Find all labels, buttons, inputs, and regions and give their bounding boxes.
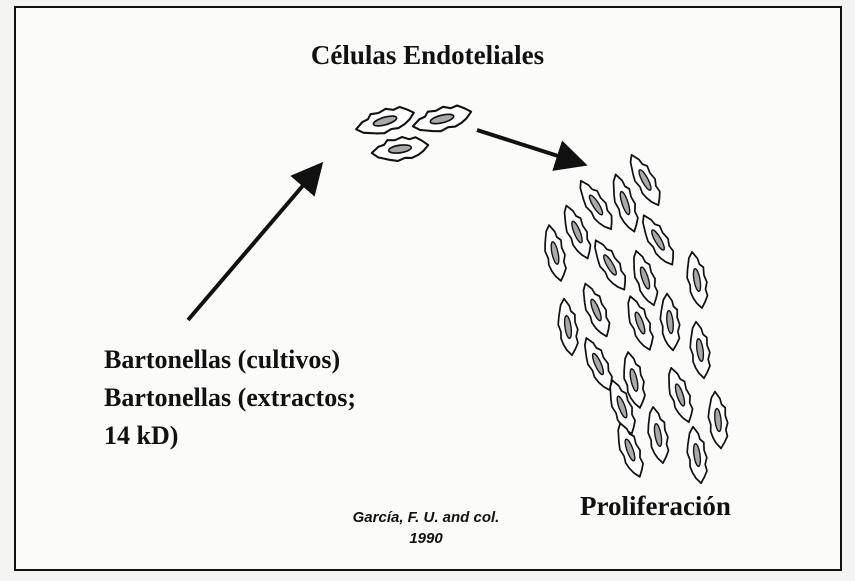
stimulus-line-1: Bartonellas (cultivos) bbox=[104, 341, 356, 379]
endothelial-cell-icon bbox=[687, 320, 713, 379]
endothelial-cell-icon bbox=[410, 101, 474, 138]
proliferation-arrow-icon bbox=[477, 130, 580, 163]
endothelial-cell-icon bbox=[540, 223, 570, 283]
endothelial-cell-group bbox=[353, 101, 474, 165]
citation-year: 1990 bbox=[316, 528, 536, 549]
stimulus-line-3: 14 kD) bbox=[104, 417, 356, 455]
endothelial-cell-icon bbox=[370, 134, 430, 165]
stimulus-text-block: Bartonellas (cultivos) Bartonellas (extr… bbox=[104, 341, 356, 455]
endothelial-cell-icon bbox=[644, 405, 672, 464]
citation: García, F. U. and col. 1990 bbox=[316, 507, 536, 549]
endothelial-cell-icon bbox=[577, 280, 616, 340]
endothelial-cell-icon bbox=[353, 102, 417, 141]
stimulus-arrow-icon bbox=[188, 168, 318, 320]
proliferated-cells-cluster bbox=[540, 150, 730, 484]
endothelial-cell-icon bbox=[706, 391, 731, 450]
endothelial-cell-icon bbox=[658, 293, 683, 352]
result-label: Proliferación bbox=[580, 491, 731, 522]
stimulus-line-2: Bartonellas (extractos; bbox=[104, 379, 356, 417]
endothelial-cell-icon bbox=[662, 365, 697, 425]
citation-author: García, F. U. and col. bbox=[316, 507, 536, 528]
endothelial-cell-icon bbox=[555, 297, 581, 356]
endothelial-cell-icon bbox=[683, 250, 711, 309]
endothelial-cell-icon bbox=[684, 425, 710, 484]
endothelial-cell-icon bbox=[588, 236, 633, 295]
